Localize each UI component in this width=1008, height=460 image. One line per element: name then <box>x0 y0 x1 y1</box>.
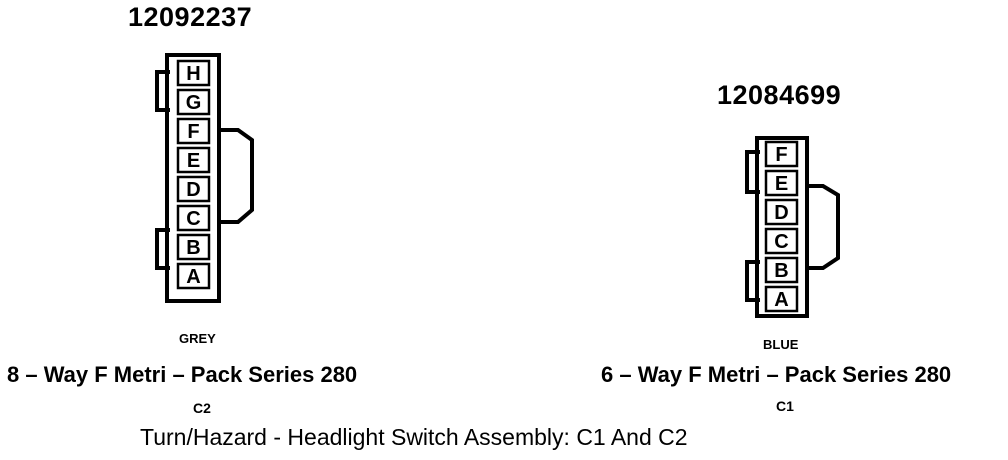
c1-color-label: BLUE <box>763 337 799 352</box>
c1-pin-letter: D <box>774 202 788 224</box>
c1-pin-cell <box>764 169 799 197</box>
c1-pin-cell <box>764 227 799 255</box>
c1-top-latch <box>745 150 760 194</box>
c1-lock-tab <box>805 140 840 270</box>
c1-connector-body <box>755 136 809 318</box>
c1-pin-cell <box>764 256 799 284</box>
c2-pin-letter: G <box>186 92 202 114</box>
c2-description: 8 – Way F Metri – Pack Series 280 <box>7 362 358 387</box>
c2-pin-letter: C <box>186 208 200 230</box>
c1-pin-letter: B <box>774 260 788 282</box>
c1-pin-letter: C <box>774 231 788 253</box>
c2-pin-cell <box>176 175 211 203</box>
c2-pin-cell <box>176 88 211 116</box>
c2-connector-body <box>165 53 221 303</box>
c2-connector-label: C2 <box>193 400 211 416</box>
c2-bottom-latch <box>155 228 170 270</box>
c2-pin-letter: H <box>186 63 200 85</box>
c1-pin-cell <box>764 198 799 226</box>
c1-description: 6 – Way F Metri – Pack Series 280 <box>601 362 952 387</box>
c2-pin-letter: B <box>186 237 200 259</box>
c2-lock-tab <box>217 58 254 224</box>
c1-part-number: 12084699 <box>717 80 842 110</box>
c2-pin-letter: E <box>187 150 200 172</box>
c2-pin-cell <box>176 59 211 87</box>
c2-pin-cell <box>176 204 211 232</box>
c2-part-number: 12092237 <box>128 2 253 32</box>
c1-pin-letter: E <box>775 173 788 195</box>
c1-pin-letter: F <box>775 144 787 166</box>
c1-connector-label: C1 <box>776 398 794 414</box>
diagram-title: Turn/Hazard - Headlight Switch Assembly:… <box>140 424 688 450</box>
c2-top-latch <box>155 70 170 112</box>
c1-pin-letter: A <box>774 289 788 311</box>
c2-pin-cell <box>176 146 211 174</box>
c1-pin-cell <box>764 285 799 313</box>
c1-pin-cell <box>764 140 799 168</box>
c2-color-label: GREY <box>179 331 216 346</box>
c2-pin-letter: F <box>187 121 199 143</box>
c2-pin-cell <box>176 233 211 261</box>
c2-pin-letter: A <box>186 266 200 288</box>
c2-pin-cell <box>176 262 211 290</box>
c1-bottom-latch <box>745 260 760 302</box>
c2-pin-cell <box>176 117 211 145</box>
c2-pin-letter: D <box>186 179 200 201</box>
